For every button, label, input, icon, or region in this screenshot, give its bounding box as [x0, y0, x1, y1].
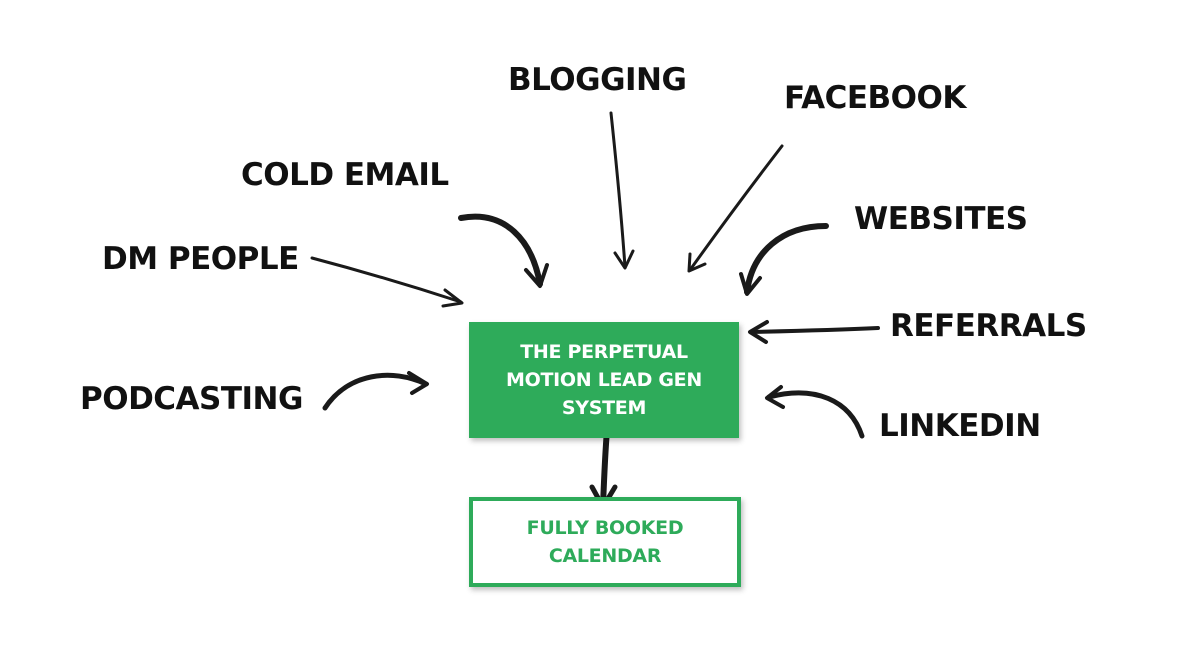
source-label-facebook: FACEBOOK	[784, 80, 966, 116]
arrow-podcasting	[322, 371, 429, 411]
arrow-facebook	[687, 144, 784, 273]
system-label: THE PERPETUAL MOTION LEAD GEN SYSTEM	[506, 341, 702, 419]
system-box: THE PERPETUAL MOTION LEAD GEN SYSTEM	[469, 322, 739, 438]
source-label-blogging: BLOGGING	[508, 62, 687, 98]
arrow-blogging	[609, 111, 635, 270]
arrow-linkedin	[765, 385, 865, 439]
arrow-referrals	[748, 320, 880, 344]
result-label: FULLY BOOKED CALENDAR	[526, 517, 684, 567]
arrow-websites	[739, 223, 829, 296]
source-label-podcasting: PODCASTING	[80, 381, 303, 417]
source-label-linkedin: LINKEDIN	[879, 408, 1041, 444]
source-label-referrals: REFERRALS	[890, 308, 1087, 344]
source-label-cold-email: COLD EMAIL	[241, 157, 449, 193]
source-label-dm-people: DM PEOPLE	[102, 241, 299, 277]
source-label-websites: WEBSITES	[854, 201, 1028, 237]
result-box: FULLY BOOKED CALENDAR	[469, 497, 741, 587]
arrow-system-to-result	[589, 427, 618, 510]
arrow-cold-email	[458, 213, 549, 288]
arrow-dm-people	[310, 256, 464, 308]
